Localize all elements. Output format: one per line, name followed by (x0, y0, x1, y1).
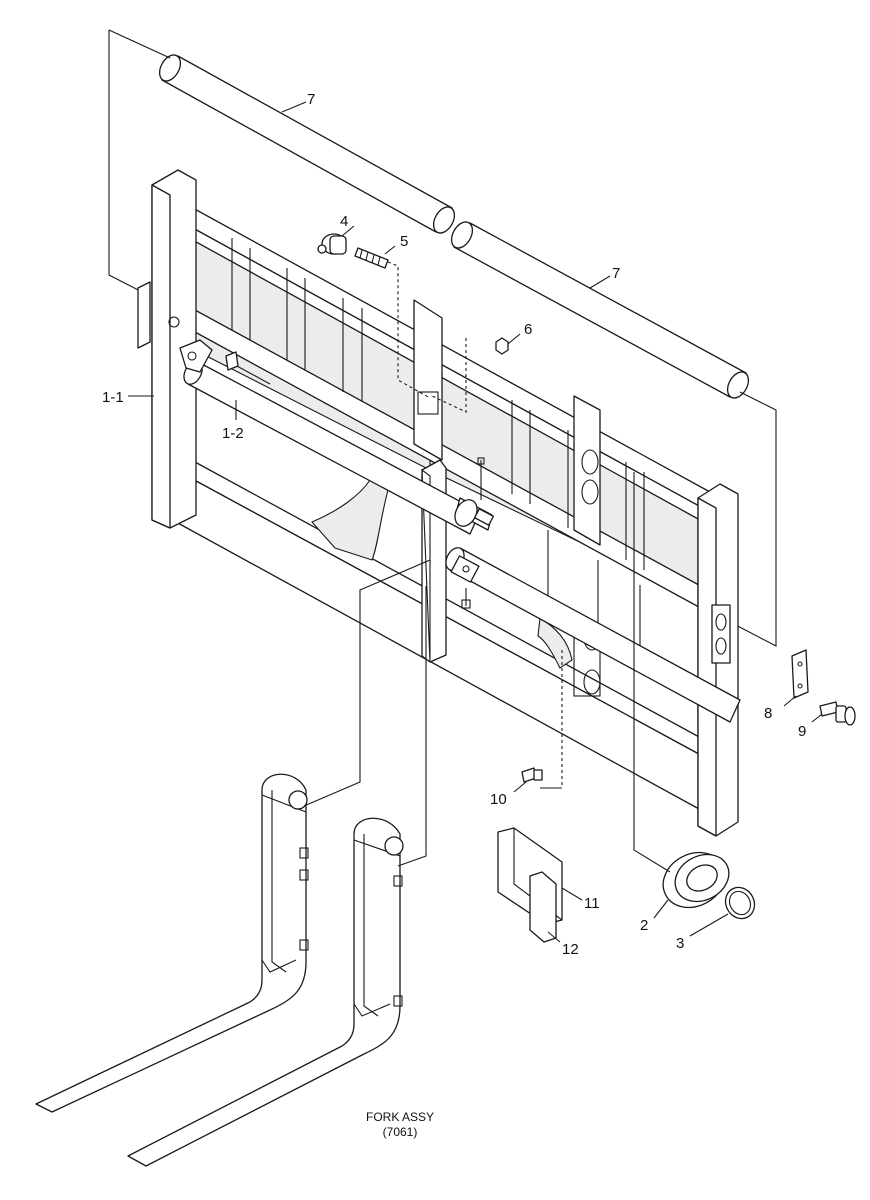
shim-plate-part (529, 871, 557, 943)
assy-line-5 (387, 261, 431, 399)
carriage-frame (137, 169, 739, 837)
bearing-ref-line (633, 472, 671, 873)
callout-12: 12 (562, 941, 579, 958)
callout-11: 11 (584, 895, 600, 912)
cylinder-upper (179, 339, 495, 535)
fork-right (127, 817, 404, 1167)
callout-1-1: 1-1 (102, 389, 124, 406)
shaft-ref-line-left (108, 30, 151, 297)
plate-part (791, 649, 809, 699)
callout-7-lower: 7 (612, 265, 620, 282)
shaft-ref-line-right (729, 391, 777, 647)
callout-5: 5 (400, 233, 408, 250)
bearing-part (662, 851, 730, 909)
stopper-part (317, 233, 347, 255)
shaft-lower (450, 221, 750, 399)
assy-line-6 (431, 338, 467, 413)
callout-3: 3 (676, 935, 684, 952)
callout-1-2: 1-2 (222, 425, 244, 442)
snap-ring-part (724, 886, 756, 920)
callout-4: 4 (340, 213, 348, 230)
grease-nipple-part (521, 767, 543, 783)
callout-leaders (128, 101, 823, 943)
callout-10: 10 (490, 791, 507, 808)
fork-right-ref-line (397, 586, 427, 867)
bolt-part (819, 701, 856, 726)
diagram-code: (7061) (383, 1125, 418, 1139)
cylinder-lower (445, 547, 741, 723)
spring-bolt (354, 247, 389, 269)
callout-2: 2 (640, 917, 648, 934)
fork-left (35, 773, 309, 1113)
shaft-ref-line-top (108, 29, 171, 59)
callout-7-upper: 7 (307, 91, 315, 108)
nut-part (495, 337, 509, 355)
fork-left-ref-line (303, 559, 431, 807)
callout-8: 8 (764, 705, 772, 722)
shaft-upper (158, 54, 456, 234)
callout-9: 9 (798, 723, 806, 740)
diagram-title: FORK ASSY (366, 1110, 434, 1124)
callout-6: 6 (524, 321, 532, 338)
